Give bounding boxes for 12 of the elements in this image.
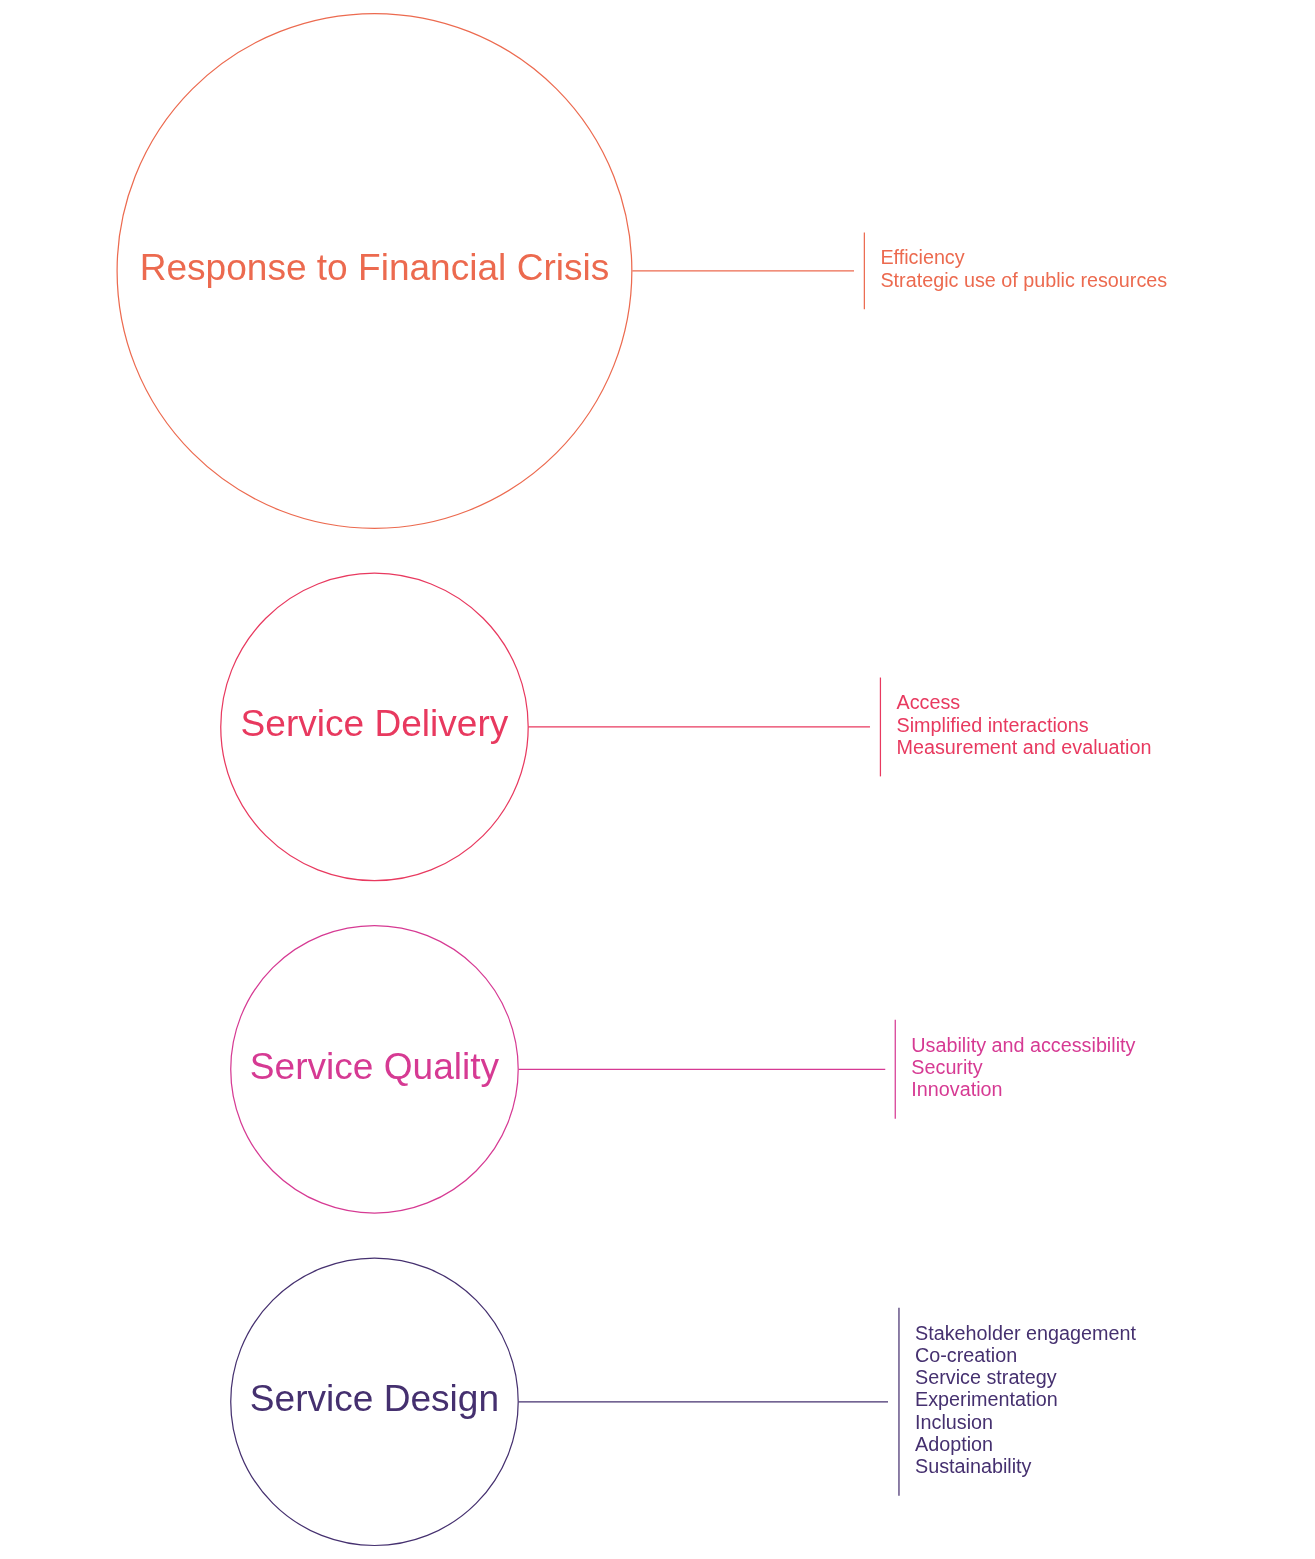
connector: [527, 726, 871, 728]
node-text: Access Simplified interactions Measurement and evaluation: [896, 691, 1152, 758]
node-text: Stakeholder engagement Co-creation Service strategy Experimentation Inclusion Adoption Sustainability: [915, 1321, 1136, 1478]
node-text: Efficiency Strategic use of public resources: [880, 246, 1168, 291]
node-circle: Service Quality: [230, 924, 519, 1214]
node-text: Usability and accessibility Security Innovation: [911, 1033, 1136, 1101]
connector: [518, 1068, 886, 1070]
node-circle: Response to Financial Crisis: [116, 12, 633, 529]
connector: [518, 1401, 889, 1403]
node-circle: Service Design: [230, 1257, 519, 1547]
connector: [631, 270, 855, 272]
node-circle: Service Delivery: [220, 572, 529, 882]
